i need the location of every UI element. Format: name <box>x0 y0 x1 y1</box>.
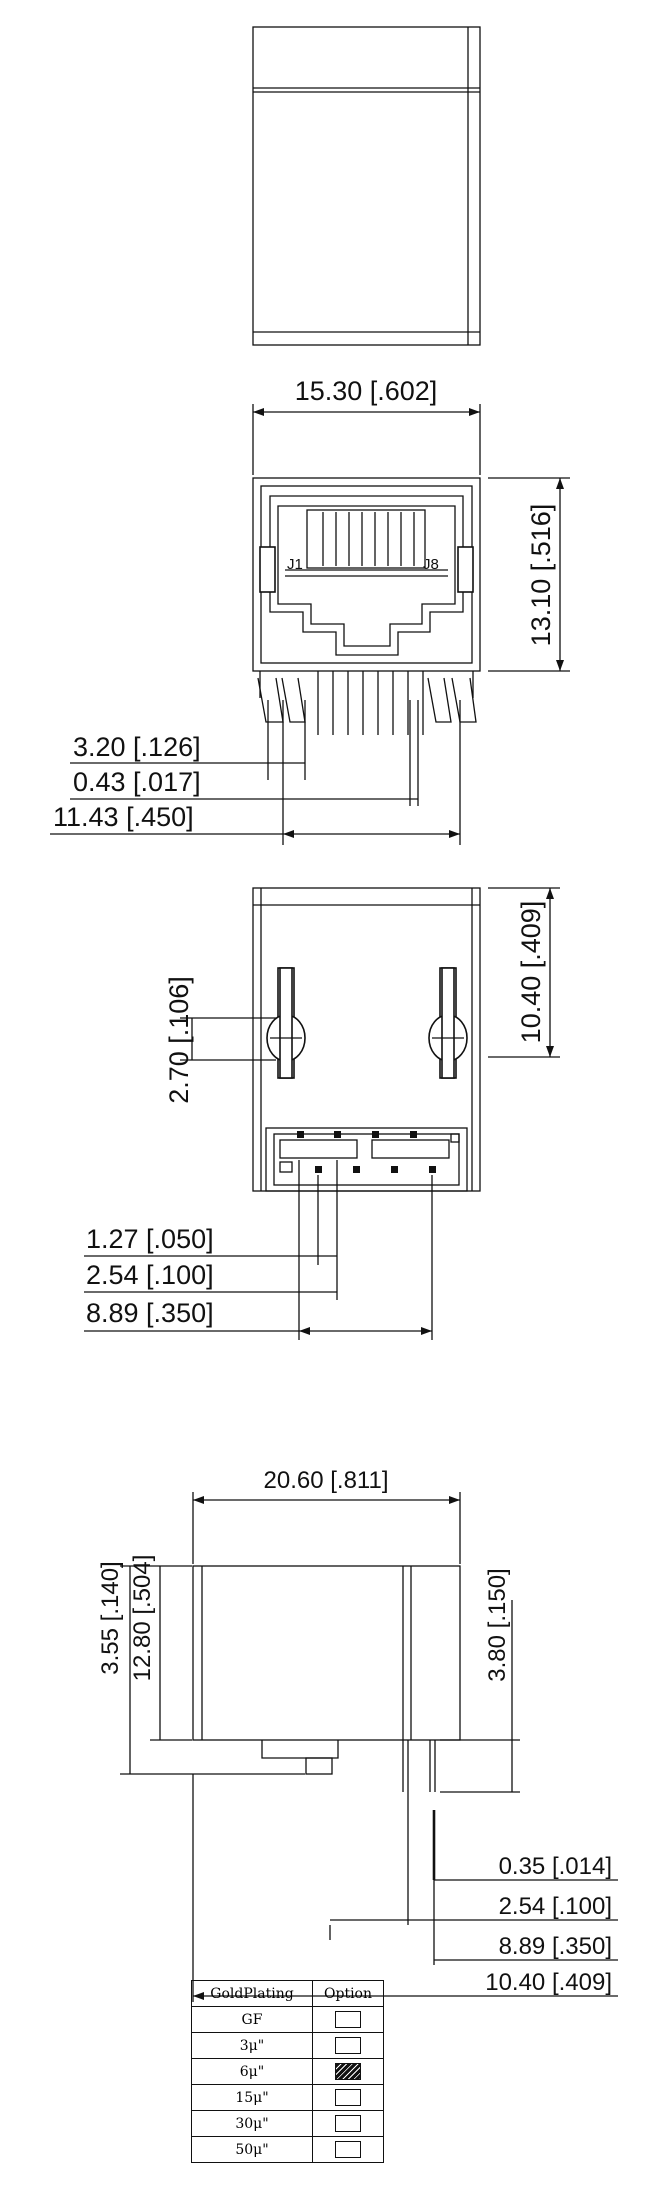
bottom-view: 10.40 [.409] 2.70 [.106] <box>84 887 560 1340</box>
dim-pin-width: 0.43 [.017] <box>73 767 201 797</box>
pin-pads <box>297 1131 436 1173</box>
option-checkbox[interactable] <box>335 2089 361 2106</box>
dim-peg-offset: 3.20 [.126] <box>73 732 201 762</box>
front-width-dim: 15.30 [.602] <box>295 376 438 406</box>
option-checkbox[interactable] <box>335 2115 361 2132</box>
table-row: 3μ" <box>191 2032 384 2059</box>
front-pins <box>257 671 477 735</box>
plating-label: 30μ" <box>191 2110 313 2137</box>
side-view: 20.60 [.811] 3.55 [.140] 12.80 [.504] 3.… <box>97 1467 618 2002</box>
dim-side-depth: 10.40 [.409] <box>485 1969 612 1996</box>
plating-label: GF <box>191 2006 313 2033</box>
option-checkbox[interactable] <box>335 2141 361 2158</box>
dim-peg-diameter: 2.70 [.106] <box>164 976 194 1104</box>
option-checkbox[interactable] <box>335 2063 361 2080</box>
plating-label: 15μ" <box>191 2084 313 2111</box>
dim-side-pitch: 2.54 [.100] <box>499 1893 612 1920</box>
dim-peg-spacing: 11.43 [.450] <box>53 802 194 832</box>
pin-label-j1: J1 <box>287 556 303 573</box>
header-option: Option <box>312 1980 384 2007</box>
gold-plating-table: GoldPlating Option GF 3μ" 6μ" 15μ" 30μ" … <box>191 1980 384 2163</box>
dim-pin-length: 3.80 [.150] <box>484 1568 511 1681</box>
dim-pin-thickness: 0.35 [.014] <box>499 1853 612 1880</box>
front-height-dim: 13.10 [.516] <box>526 504 556 647</box>
table-row: 15μ" <box>191 2084 384 2111</box>
table-row: GF <box>191 2006 384 2033</box>
option-checkbox[interactable] <box>335 2011 361 2028</box>
front-contacts <box>285 509 448 577</box>
dim-pitch-half: 1.27 [.050] <box>86 1224 214 1254</box>
bottom-height-dim: 10.40 [.409] <box>516 901 546 1044</box>
plating-label: 6μ" <box>191 2058 313 2085</box>
table-row: 6μ" <box>191 2058 384 2085</box>
dim-side-span: 8.89 [.350] <box>499 1933 612 1960</box>
top-view <box>252 26 481 346</box>
plating-label: 50μ" <box>191 2136 313 2163</box>
peg-right <box>428 967 468 1079</box>
dim-standoff: 3.55 [.140] <box>97 1561 124 1674</box>
table-row: 50μ" <box>191 2136 384 2163</box>
header-gold-plating: GoldPlating <box>191 1980 313 2007</box>
option-checkbox[interactable] <box>335 2037 361 2054</box>
front-view: 15.30 [.602] J1 J8 <box>50 376 570 845</box>
dim-pitch: 2.54 [.100] <box>86 1260 214 1290</box>
dim-body-height: 12.80 [.504] <box>129 1555 156 1682</box>
table-row: 30μ" <box>191 2110 384 2137</box>
side-width-dim: 20.60 [.811] <box>264 1467 389 1494</box>
peg-left <box>266 967 306 1079</box>
pin-label-j8: J8 <box>423 556 439 573</box>
dim-row-span: 8.89 [.350] <box>86 1298 214 1328</box>
plating-label: 3μ" <box>191 2032 313 2059</box>
